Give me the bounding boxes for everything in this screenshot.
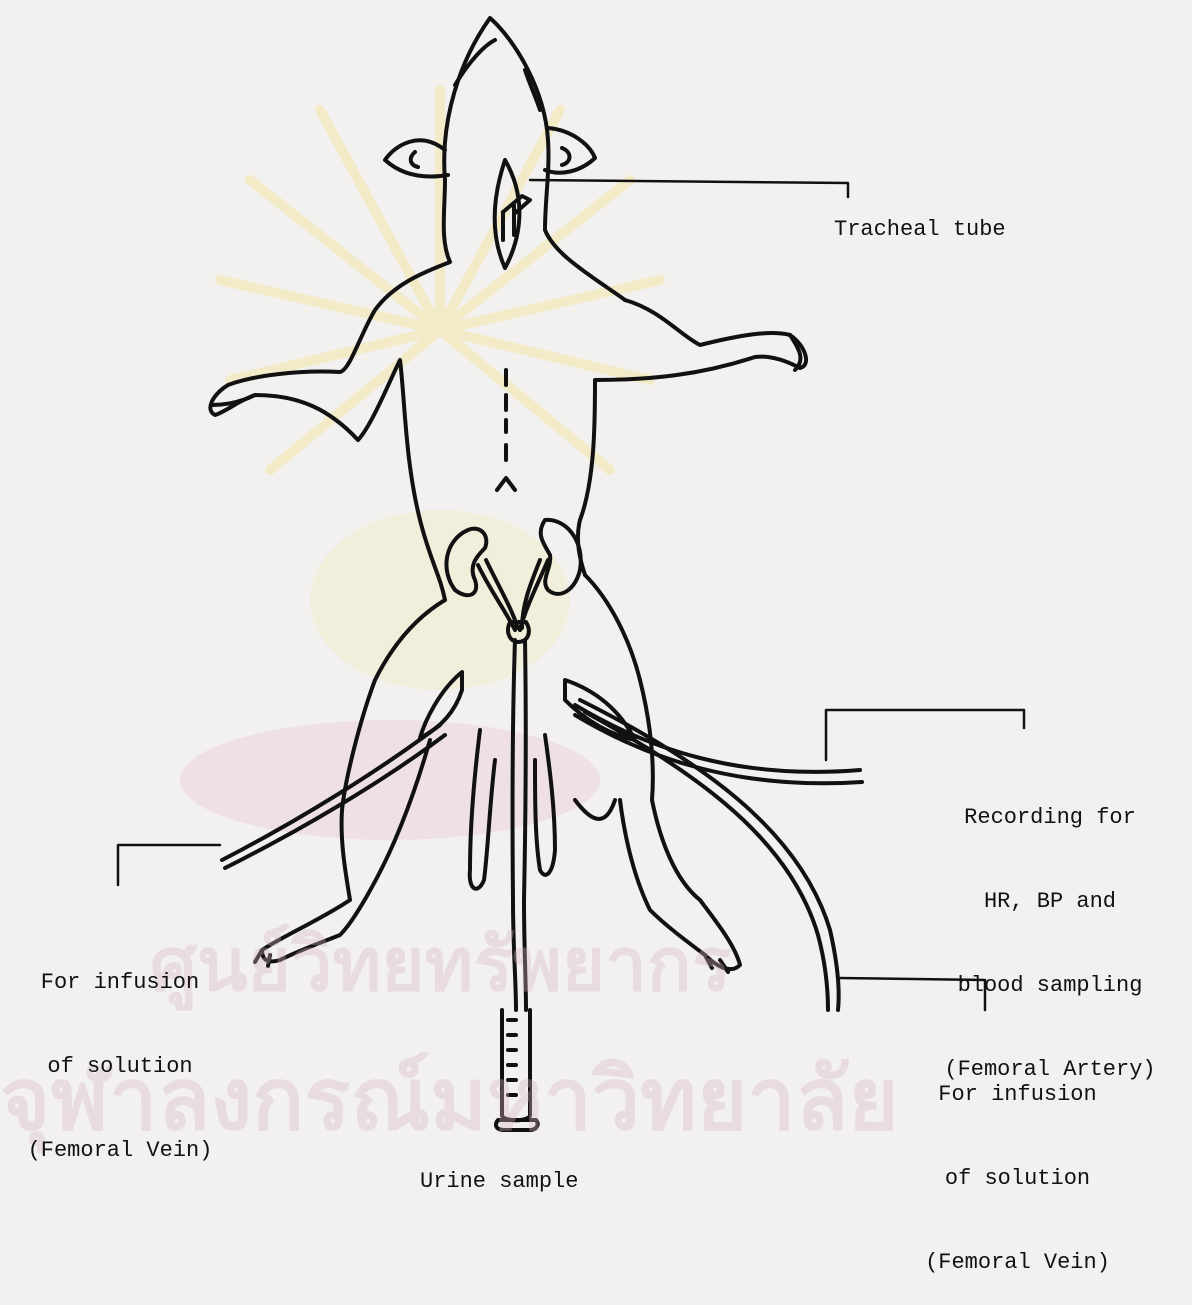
tracheal-tube-label: Tracheal tube: [834, 216, 1006, 244]
infusion-left-line-1: For infusion: [0, 969, 240, 997]
infusion-left-line-2: of solution: [0, 1053, 240, 1081]
recording-line-1: Recording for: [915, 804, 1185, 832]
seal-watermark: [180, 90, 660, 840]
right-ear: [545, 128, 595, 173]
tracheal-leader-line: [530, 180, 848, 197]
infusion-right-line-1: For infusion: [895, 1081, 1140, 1109]
infusion-left-leader-line: [118, 845, 220, 885]
recording-line-2: HR, BP and: [915, 888, 1185, 916]
infusion-left-line-3: (Femoral Vein): [0, 1137, 240, 1165]
infusion-right-line-3: (Femoral Vein): [895, 1249, 1140, 1277]
recording-line-3: blood sampling: [915, 972, 1185, 1000]
infusion-right-line-2: of solution: [895, 1165, 1140, 1193]
infusion-right-label: For infusion of solution (Femoral Vein): [895, 1025, 1140, 1305]
infusion-left-label: For infusion of solution (Femoral Vein): [0, 913, 240, 1193]
rat-body-right: [578, 300, 806, 575]
urine-sample-label: Urine sample: [420, 1168, 578, 1196]
